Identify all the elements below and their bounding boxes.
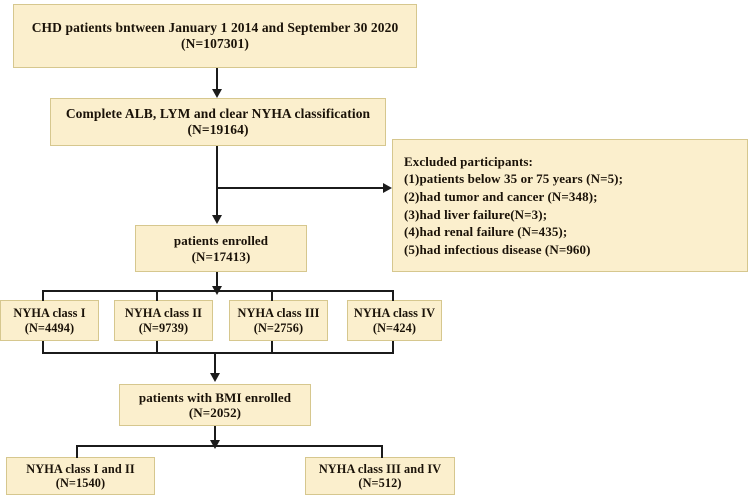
arrowhead-complete-to-enrolled bbox=[212, 215, 222, 224]
node-nyha-class-3: NYHA class III (N=2756) bbox=[229, 300, 328, 341]
excluded-item-2: (2)had tumor and cancer (N=348); bbox=[404, 188, 598, 204]
node-nyha-class-4-count: (N=424) bbox=[372, 320, 417, 335]
connector-nyha-collector-bar bbox=[42, 352, 394, 354]
node-patients-enrolled-count: (N=17413) bbox=[191, 248, 251, 264]
node-nyha-class-2: NYHA class II (N=9739) bbox=[114, 300, 213, 341]
excluded-item-1: (1)patients below 35 or 75 years (N=5); bbox=[404, 171, 624, 187]
node-nyha-class-1-and-2-count: (N=1540) bbox=[55, 476, 106, 490]
connector-drop-to-nyha-1-and-2 bbox=[76, 445, 78, 458]
node-nyha-class-1: NYHA class I (N=4494) bbox=[0, 300, 99, 341]
node-patients-enrolled: patients enrolled (N=17413) bbox=[135, 225, 307, 272]
connector-bmi-to-final-split bbox=[214, 426, 216, 443]
connector-riser-from-nyha-3 bbox=[271, 341, 273, 353]
node-cohort-count: (N=107301) bbox=[181, 36, 249, 51]
node-nyha-class-3-count: (N=2756) bbox=[253, 320, 304, 335]
node-nyha-class-1-and-2: NYHA class I and II (N=1540) bbox=[6, 457, 155, 495]
connector-riser-from-nyha-1 bbox=[42, 341, 44, 353]
node-patients-with-bmi: patients with BMI enrolled (N=2052) bbox=[119, 384, 311, 426]
excluded-item-3: (3)had liver failure(N=3); bbox=[404, 206, 548, 222]
node-cohort: CHD patients bntween January 1 2014 and … bbox=[13, 4, 417, 68]
node-nyha-class-4-line1: NYHA class IV bbox=[353, 306, 436, 320]
connector-enrolled-to-split bbox=[216, 272, 218, 290]
node-nyha-class-1-line1: NYHA class I bbox=[13, 306, 86, 320]
node-excluded-participants: Excluded participants: (1)patients below… bbox=[392, 139, 748, 272]
arrowhead-cohort-to-complete bbox=[212, 89, 222, 98]
node-patients-with-bmi-line1: patients with BMI enrolled bbox=[138, 389, 292, 405]
node-complete-labs: Complete ALB, LYM and clear NYHA classif… bbox=[50, 98, 386, 146]
arrowhead-branch-to-excluded bbox=[383, 183, 392, 193]
connector-drop-to-nyha-2 bbox=[156, 290, 158, 301]
node-nyha-class-3-and-4: NYHA class III and IV (N=512) bbox=[305, 457, 455, 495]
node-nyha-class-3-and-4-count: (N=512) bbox=[358, 476, 402, 490]
node-complete-labs-line1: Complete ALB, LYM and clear NYHA classif… bbox=[65, 106, 371, 122]
excluded-heading: Excluded participants: bbox=[404, 153, 533, 169]
connector-riser-from-nyha-4 bbox=[392, 341, 394, 353]
connector-riser-from-nyha-2 bbox=[156, 341, 158, 353]
arrowhead-bmi-to-final-split bbox=[210, 440, 220, 449]
connector-branch-to-excluded bbox=[216, 187, 384, 189]
node-nyha-class-1-count: (N=4494) bbox=[24, 320, 75, 335]
connector-collector-to-bmi bbox=[214, 352, 216, 375]
connector-complete-to-enrolled bbox=[216, 146, 218, 216]
connector-drop-to-nyha-3 bbox=[271, 290, 273, 301]
connector-cohort-to-complete bbox=[216, 68, 218, 90]
node-nyha-class-4: NYHA class IV (N=424) bbox=[347, 300, 442, 341]
connector-drop-to-nyha-4 bbox=[392, 290, 394, 301]
node-complete-labs-count: (N=19164) bbox=[187, 122, 249, 137]
connector-final-distributor-bar bbox=[76, 445, 382, 447]
connector-drop-to-nyha-3-and-4 bbox=[381, 445, 383, 458]
node-patients-enrolled-line1: patients enrolled bbox=[173, 233, 269, 249]
arrowhead-collector-to-bmi bbox=[210, 373, 220, 382]
node-nyha-class-2-count: (N=9739) bbox=[138, 320, 189, 335]
node-nyha-class-3-line1: NYHA class III bbox=[237, 306, 320, 320]
node-patients-with-bmi-count: (N=2052) bbox=[188, 405, 242, 420]
node-nyha-class-2-line1: NYHA class II bbox=[124, 306, 203, 320]
arrowhead-enrolled-to-split bbox=[212, 286, 222, 295]
node-nyha-class-1-and-2-line1: NYHA class I and II bbox=[26, 461, 135, 476]
excluded-item-5: (5)had infectious disease (N=960) bbox=[404, 241, 591, 257]
node-nyha-class-3-and-4-line1: NYHA class III and IV bbox=[318, 461, 442, 476]
connector-drop-to-nyha-1 bbox=[42, 290, 44, 301]
node-cohort-line1: CHD patients bntween January 1 2014 and … bbox=[31, 20, 399, 36]
excluded-item-4: (4)had renal failure (N=435); bbox=[404, 224, 568, 240]
